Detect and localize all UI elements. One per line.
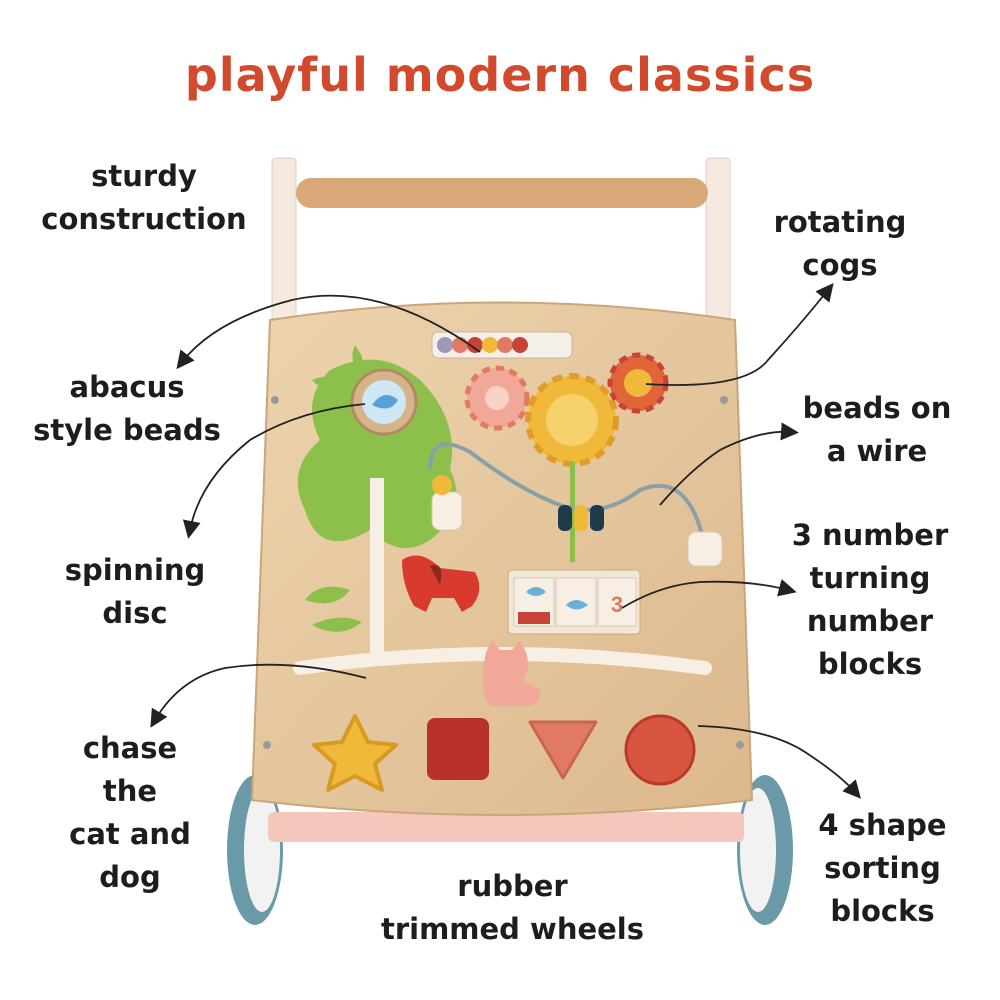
number-block-digit: 3 [611,592,623,617]
callout-arrows [150,282,861,799]
handle-bar [296,178,708,208]
shape-sorter-star [312,714,398,792]
label-chase-cat-dog: chase the cat and dog [69,731,191,894]
abacus-beads [431,331,573,359]
label-number-blocks: 3 number turning number blocks [791,518,949,681]
label-rubber-wheels: rubber trimmed wheels [380,869,645,946]
page-title: playful modern classics [184,48,816,102]
dog-figure [402,555,480,612]
label-spinning-disc: spinning disc [64,553,206,630]
label-abacus-beads: abacus style beads [33,370,221,447]
spinning-disc [350,368,418,436]
number-blocks: 3 [507,569,641,635]
shape-sorter-square [427,718,489,780]
cat-figure [482,640,540,706]
label-sturdy-construction: sturdy construction [41,159,247,236]
label-rotating-cogs: rotating cogs [773,205,907,282]
shape-sorter-triangle [528,720,598,780]
rotating-cogs [464,352,669,562]
bead-maze [428,442,723,567]
label-shape-sorting: 4 shape sorting blocks [818,808,947,928]
board-screws [263,396,744,749]
back-wheel-right [737,775,793,925]
walker-frame [271,157,731,339]
shape-sorter-circle [624,714,696,786]
base-trim [268,812,744,842]
label-beads-on-wire: beads on a wire [802,391,952,468]
